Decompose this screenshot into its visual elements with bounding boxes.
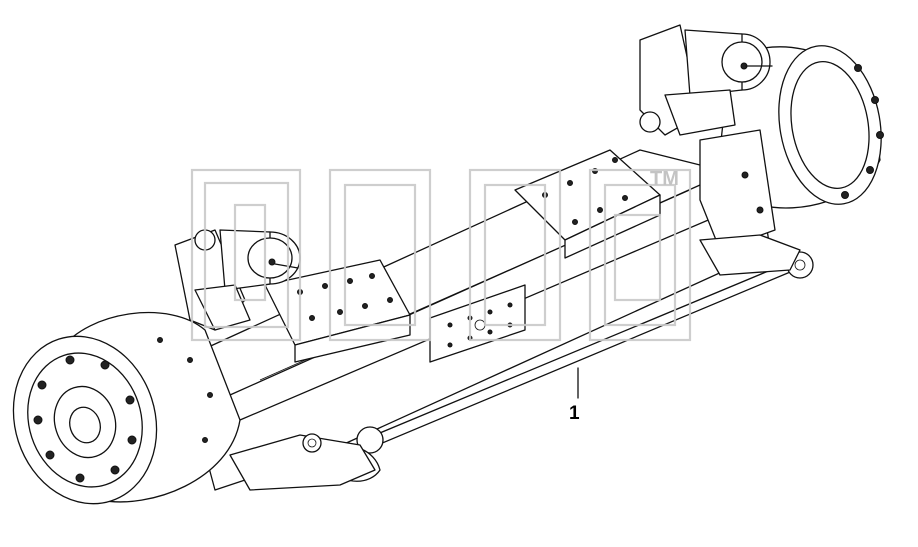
callout-number: 1 [569, 403, 580, 424]
left-brake-drum [12, 312, 241, 505]
right-brake-chamber [639, 24, 773, 136]
watermark-trademark: TM [650, 168, 679, 190]
watermark-logo: TM [190, 168, 692, 342]
right-knuckle-base [699, 234, 801, 276]
right-brake-drum [699, 45, 884, 251]
left-steering-arm [229, 433, 376, 491]
left-spring-pad [264, 259, 411, 363]
